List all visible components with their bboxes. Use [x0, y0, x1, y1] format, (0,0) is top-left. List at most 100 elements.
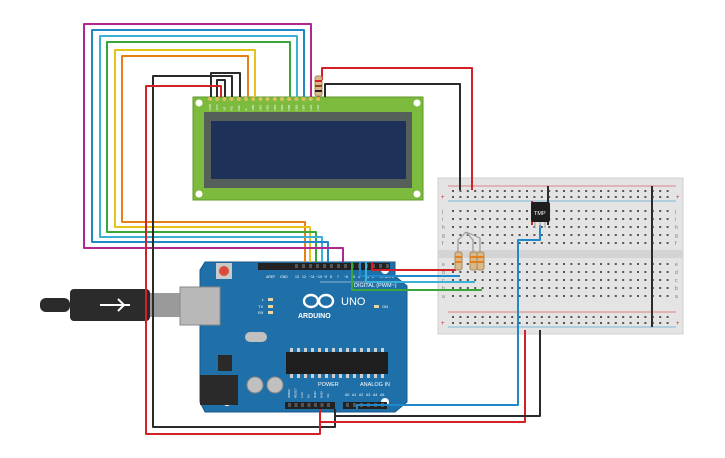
power-pin-label: GND	[320, 391, 324, 399]
usb-cable-end	[40, 298, 70, 312]
breadboard-hole	[503, 190, 506, 192]
breadboard-hole	[555, 263, 558, 265]
breadboard-hole	[555, 316, 558, 318]
breadboard-hole	[511, 190, 514, 192]
breadboard-hole	[570, 210, 573, 212]
lcd-screen	[211, 121, 406, 179]
breadboard-hole	[577, 234, 580, 236]
chip-pin	[318, 374, 321, 378]
breadboard-hole	[496, 322, 499, 324]
lcd-pin-label: DB1	[258, 104, 262, 110]
breadboard-hole	[622, 271, 625, 273]
breadboard-hole	[481, 316, 484, 318]
breadboard-hole	[585, 263, 588, 265]
breadboard-hole	[570, 218, 573, 220]
breadboard-hole	[622, 316, 625, 318]
breadboard-hole	[592, 218, 595, 220]
lcd-pin-label: DB2	[266, 104, 270, 110]
breadboard-hole	[452, 234, 454, 236]
breadboard-hole	[481, 295, 484, 297]
breadboard-hole	[518, 226, 521, 228]
breadboard-hole	[614, 196, 617, 198]
breadboard-hole	[474, 190, 477, 192]
analog-pin-label: A0	[345, 393, 349, 397]
breadboard-hole	[503, 322, 506, 324]
breadboard-hole	[526, 322, 528, 324]
breadboard-hole	[555, 190, 558, 192]
breadboard-hole	[644, 218, 647, 220]
breadboard-hole	[496, 226, 499, 228]
lcd-pin-label: E	[244, 108, 248, 110]
breadboard-hole	[592, 271, 595, 273]
breadboard-hole	[622, 287, 625, 289]
breadboard-hole	[563, 316, 565, 318]
digital-pin	[309, 264, 312, 268]
wires	[83, 23, 653, 435]
breadboard-hole	[503, 316, 506, 318]
breadboard-hole	[577, 322, 580, 324]
breadboard-hole	[533, 226, 536, 228]
breadboard-hole	[452, 287, 454, 289]
breadboard-hole	[496, 210, 499, 212]
breadboard-hole	[481, 322, 484, 324]
lcd-pin	[229, 97, 234, 101]
lcd-pin	[244, 97, 248, 101]
breadboard-hole	[577, 226, 580, 228]
wire-sensor-analog	[356, 225, 541, 409]
breadboard-hole	[474, 279, 477, 281]
breadboard-hole	[555, 234, 558, 236]
breadboard-hole	[540, 242, 543, 244]
breadboard-hole	[489, 218, 491, 220]
breadboard-hole	[489, 190, 491, 192]
breadboard-hole	[614, 316, 617, 318]
breadboard-hole	[666, 271, 669, 273]
breadboard-hole	[629, 242, 632, 244]
breadboard-hole	[585, 234, 588, 236]
breadboard-hole	[622, 242, 625, 244]
breadboard-hole	[614, 226, 617, 228]
power-pin-label: 3.3V	[300, 392, 304, 398]
breadboard-hole	[518, 279, 521, 281]
breadboard-hole	[533, 242, 536, 244]
breadboard-hole	[600, 218, 602, 220]
digital-pin-label: 13	[295, 275, 299, 279]
lcd-pin	[316, 97, 320, 101]
power-pin-label: IOREF	[287, 389, 291, 398]
breadboard-hole	[548, 279, 551, 281]
breadboard-hole	[614, 234, 617, 236]
chip-pin	[339, 348, 342, 352]
breadboard-hole	[659, 190, 662, 192]
breadboard-hole	[592, 316, 595, 318]
digital-pin-label: ~11	[309, 275, 315, 279]
breadboard-hole	[607, 226, 610, 228]
chip-pin	[360, 348, 363, 352]
breadboard-hole	[614, 242, 617, 244]
breadboard-hole	[666, 210, 669, 212]
breadboard-hole	[659, 218, 662, 220]
breadboard-hole	[607, 196, 610, 198]
wire-signal-1	[359, 262, 460, 277]
digital-pin-label: ~5	[351, 275, 355, 279]
breadboard-hole	[600, 316, 602, 318]
row-letter: i	[442, 217, 443, 223]
temperature-sensor: TMP	[531, 202, 550, 228]
breadboard-hole	[607, 316, 610, 318]
row-letter: j	[674, 209, 676, 215]
breadboard-hole	[666, 287, 669, 289]
breadboard-hole	[629, 263, 632, 265]
breadboard-hole	[629, 322, 632, 324]
breadboard-hole	[637, 226, 639, 228]
row-letter: j	[441, 209, 443, 215]
breadboard-hole	[585, 242, 588, 244]
breadboard-hole	[600, 263, 602, 265]
reset-button[interactable]	[219, 266, 229, 276]
breadboard-hole	[577, 218, 580, 220]
breadboard-hole	[452, 190, 454, 192]
wire-led-power	[321, 67, 473, 190]
breadboard-hole	[489, 242, 491, 244]
tmp-sensor-body	[531, 202, 550, 222]
breadboard-hole	[585, 226, 588, 228]
breadboard-hole	[466, 234, 469, 236]
lcd-resistor	[314, 75, 323, 97]
breadboard-hole	[563, 234, 565, 236]
